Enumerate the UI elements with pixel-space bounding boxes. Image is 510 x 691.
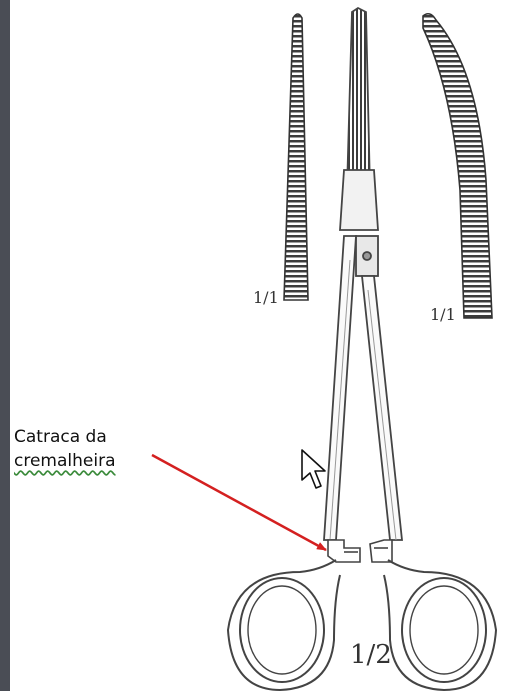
finger-rings — [228, 560, 496, 690]
straight-tip-scale-label: 1/1 — [253, 288, 279, 307]
mouse-pointer-icon — [302, 450, 325, 488]
callout-arrow — [152, 455, 326, 550]
curved-tip-scale-label: 1/1 — [430, 305, 456, 324]
callout-line-1: Catraca da — [14, 425, 116, 449]
ratchet-teeth — [328, 540, 392, 562]
main-scale-label: 1/2 — [350, 640, 392, 670]
ratchet-callout-label: Catraca da cremalheira — [14, 425, 116, 473]
straight-jaw-detail — [284, 14, 308, 300]
curved-jaw-detail — [423, 14, 492, 318]
callout-line-2: cremalheira — [14, 449, 116, 473]
hemostat-forceps — [324, 8, 402, 540]
